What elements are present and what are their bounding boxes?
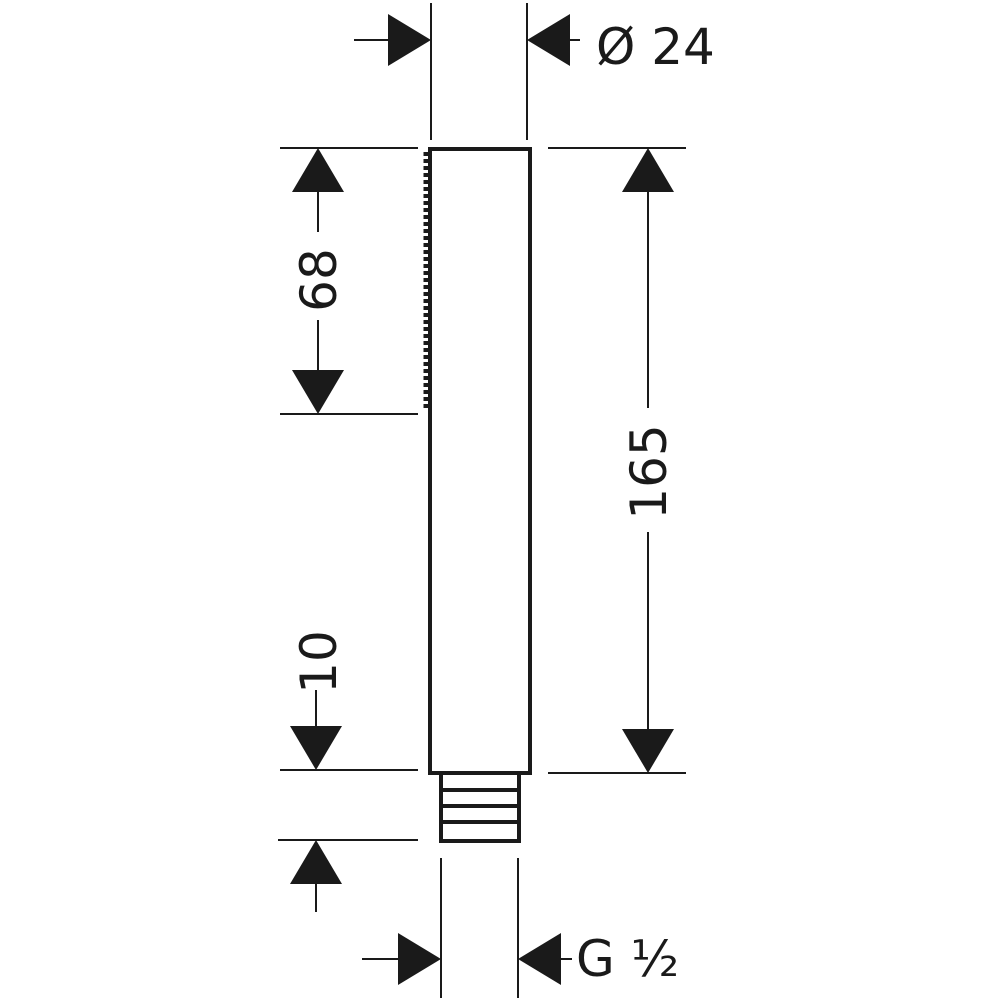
grip-length-label: 68 bbox=[290, 248, 348, 312]
total-length-label: 165 bbox=[620, 424, 678, 519]
thread-length-label: 10 bbox=[290, 630, 348, 694]
diameter-label: Ø 24 bbox=[596, 18, 715, 76]
thread-size-label: G ½ bbox=[576, 930, 679, 988]
handle-body bbox=[428, 147, 532, 775]
dimension-arrows bbox=[290, 14, 674, 985]
